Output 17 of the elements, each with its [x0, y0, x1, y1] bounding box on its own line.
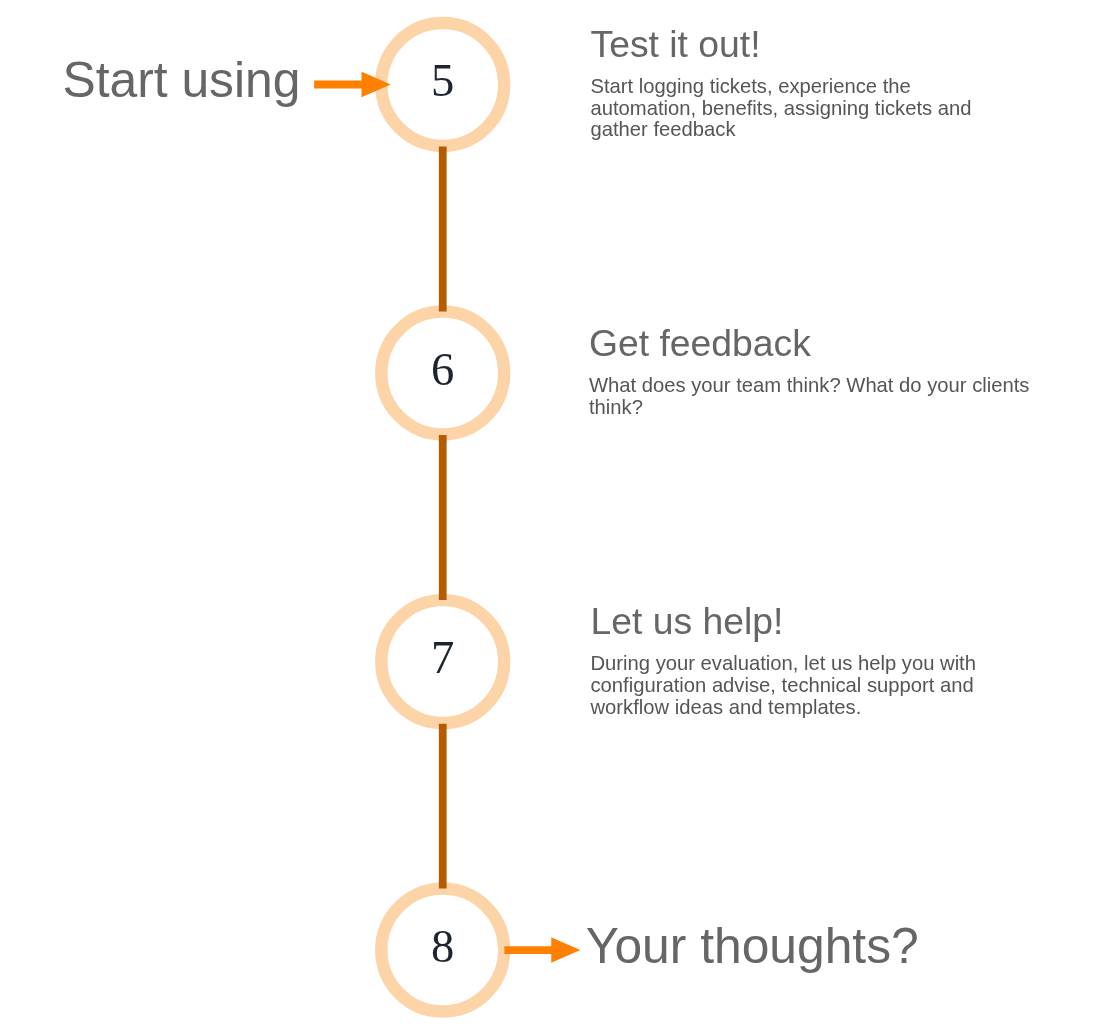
arrow [503, 937, 580, 963]
node-label: What does your team think? What do your clients think? [588, 374, 1029, 419]
arrow [313, 71, 391, 98]
node-label: Let us help! [590, 599, 783, 642]
connector [438, 723, 447, 889]
node-circle: 7 [374, 593, 510, 730]
node-label: Get feedback [588, 322, 811, 365]
node-circle: 8 [374, 882, 510, 1018]
node-label: Start logging tickets, experience the automation, benefits, assigning tickets and gather feedback [590, 74, 972, 141]
node-circle: 5 [374, 16, 510, 153]
node-label: Test it out! [590, 22, 761, 65]
connector [438, 435, 447, 601]
node-label: During your evaluation, let us help you with configuration advise, technical support and workflow ideas and templates. [590, 651, 976, 718]
connector [438, 146, 447, 312]
node-text: Your thoughts? [585, 917, 919, 974]
node-text: Start using [61, 52, 300, 109]
node-circle: 6 [374, 305, 510, 441]
